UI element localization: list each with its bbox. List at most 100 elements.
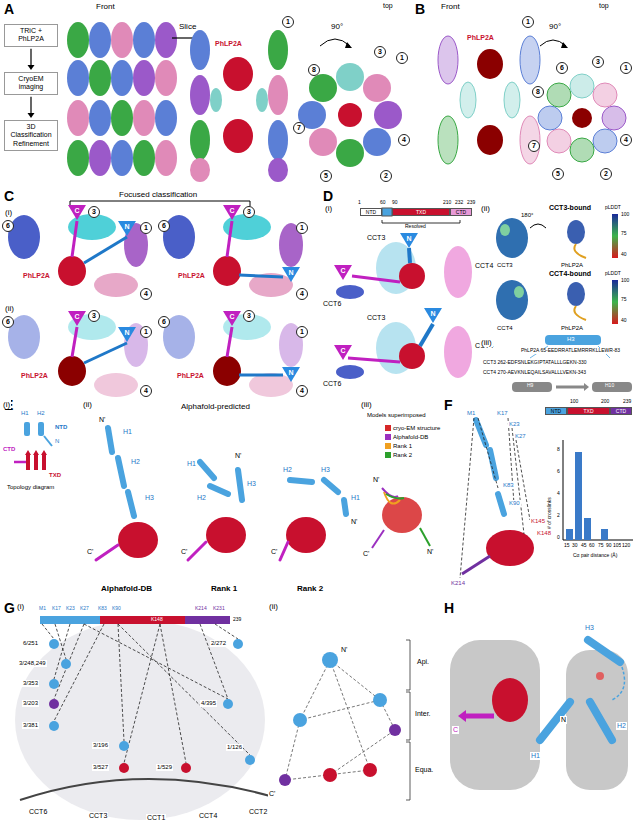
text-label: top — [598, 2, 610, 10]
terminus-triangle — [223, 311, 241, 326]
node-text: NTD — [546, 408, 566, 414]
node-text: TXD — [393, 209, 449, 215]
text-label: 90 — [391, 200, 399, 206]
terminus-triangle — [118, 327, 136, 342]
text-label: Front — [95, 2, 116, 11]
text-label: CCT3 — [496, 262, 514, 269]
text-label: CCT4 — [496, 325, 514, 332]
text-label: pLDDT — [604, 271, 622, 277]
text-label: C' — [270, 548, 278, 556]
callout-number: 4 — [398, 134, 410, 146]
text-label: 1 — [357, 200, 362, 206]
domain-box: NTD — [360, 208, 382, 216]
model-schematic — [450, 640, 628, 790]
topology — [14, 422, 52, 470]
text-label: (i) — [16, 602, 25, 611]
text-label: PhLP2A — [466, 34, 495, 42]
text-label: (ii) — [480, 204, 491, 213]
plddt-models — [496, 214, 618, 324]
text-label: 100 — [569, 399, 579, 405]
text-label: K23 — [508, 421, 521, 428]
legend-text: Rank 2 — [393, 452, 412, 458]
callout-number: 6 — [158, 220, 170, 232]
text-label: PhLP2A — [177, 272, 206, 280]
text-label: 239 — [232, 617, 242, 623]
legend-entry: cryo-EM structure — [385, 424, 440, 432]
crosslink-pyramid — [279, 640, 410, 800]
text-label: K231 — [212, 606, 226, 612]
callout-number: 1 — [396, 52, 408, 64]
terminus-marker-label: C — [68, 206, 86, 216]
text-label: M1 — [466, 410, 476, 417]
text-label: 6/251 — [22, 640, 39, 647]
text-label: Rank 1 — [210, 584, 238, 593]
panel-letter: C — [3, 188, 15, 204]
text-label: 40 — [620, 318, 628, 324]
text-label: 3/381 — [22, 722, 39, 729]
text-label: CCT4 — [474, 262, 494, 270]
callout-number: 1 — [620, 62, 632, 74]
callout-number: 7 — [293, 122, 305, 134]
text-label: H3 — [144, 494, 155, 502]
text-label: K83 — [97, 606, 108, 612]
node-text: TXD — [568, 408, 609, 414]
text-label: K17 — [51, 606, 62, 612]
text-label: 232 — [454, 200, 464, 206]
text-label: 1/126 — [226, 744, 243, 751]
tric-top — [298, 63, 402, 167]
text-label: Resolved — [404, 224, 427, 230]
callout-number: 1 — [282, 16, 294, 28]
domain-box: CTD — [450, 208, 472, 216]
text-label: (i) — [324, 204, 333, 213]
text-label: H2 — [196, 494, 207, 502]
tric-front — [67, 22, 177, 176]
process-box: 3D Classification Refinement — [4, 120, 58, 151]
text-label: H3 — [320, 466, 331, 474]
process-box: CryoEM imaging — [4, 72, 58, 95]
text-label: CCT6 — [322, 300, 342, 308]
text-label: N — [54, 438, 60, 445]
text-label: 0 — [556, 535, 561, 541]
text-label: CCT3-bound — [548, 204, 592, 212]
terminus-triangle — [118, 221, 136, 236]
text-label: top — [382, 2, 394, 10]
text-label: CCT3 — [366, 314, 386, 322]
text-label: K27 — [79, 606, 90, 612]
text-label: 3/248,249 — [18, 660, 47, 667]
node-text: NTD — [361, 209, 381, 215]
text-label: Alphafold-DB — [100, 584, 153, 593]
text-label: CCT2 — [248, 808, 268, 816]
domain-box: TXD — [567, 407, 610, 415]
text-label: (ii) — [4, 304, 15, 313]
text-label: CCT4-bound — [548, 270, 592, 278]
callout-number: 4 — [140, 288, 152, 300]
text-label: 8 — [556, 447, 561, 453]
text-label: CCT3 — [88, 812, 108, 820]
text-label: CCT3 262-EDFSNLEKGIPTATALLLGEKN-330 — [482, 360, 588, 366]
text-label: CCT6 — [28, 808, 48, 816]
callout-number: 1 — [140, 326, 152, 338]
terminus-triangle — [282, 267, 300, 282]
text-label: 210 — [442, 200, 452, 206]
node-text: 3D Classification Refinement — [7, 123, 55, 148]
text-label: C' — [180, 548, 188, 556]
text-label: CCT3 — [366, 234, 386, 242]
text-label: 30 — [571, 543, 579, 549]
flow-line — [30, 97, 31, 113]
text-label: Front — [440, 2, 461, 11]
node-text: CTD — [451, 209, 471, 215]
text-label: CCT6 — [322, 380, 342, 388]
legend-text: Alphafold-DB — [393, 434, 428, 440]
text-label: N' — [372, 476, 380, 484]
text-label: PhLP2A — [214, 40, 243, 48]
text-label: Topology diagram — [6, 484, 55, 491]
terminus-triangle — [334, 345, 352, 360]
domain-box: TXD — [392, 208, 450, 216]
callout-number: 6 — [158, 316, 170, 328]
text-label: (iii) — [480, 338, 493, 347]
callout-number: 5 — [552, 168, 564, 180]
text-label: 3/353 — [22, 680, 39, 687]
legend-entry: Rank 2 — [385, 451, 412, 459]
text-label: Rank 2 — [296, 584, 324, 593]
text-label: H1 — [350, 494, 361, 502]
